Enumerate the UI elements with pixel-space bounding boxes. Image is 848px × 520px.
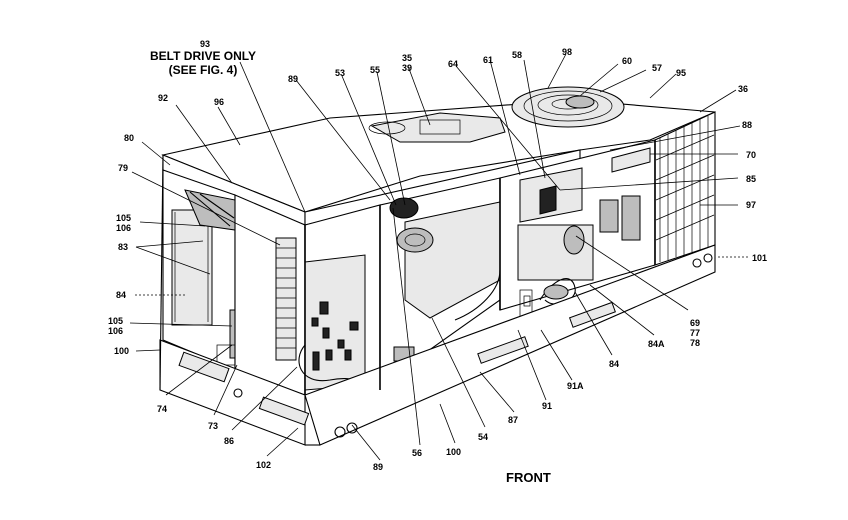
end-label-plate bbox=[611, 147, 651, 173]
callout-100-bottom: 100 bbox=[446, 447, 462, 457]
callout-57: 57 bbox=[652, 63, 663, 73]
callout-84-left: 84 bbox=[116, 290, 127, 300]
callout-35: 35 bbox=[402, 53, 413, 63]
callout-89-top: 89 bbox=[288, 74, 299, 84]
blower-wheel bbox=[396, 227, 434, 253]
callout-53: 53 bbox=[335, 68, 346, 78]
callout-55: 55 bbox=[370, 65, 381, 75]
fork-slot-front-2 bbox=[477, 336, 529, 364]
callout-100-left: 100 bbox=[114, 346, 130, 356]
callout-84-right: 84 bbox=[609, 359, 620, 369]
expansion-device bbox=[539, 185, 557, 215]
callout-58: 58 bbox=[512, 50, 523, 60]
blower-housing bbox=[404, 201, 501, 319]
access-cover bbox=[370, 112, 506, 143]
callout-87: 87 bbox=[508, 415, 519, 425]
callout-80: 80 bbox=[124, 133, 135, 143]
callout-36: 36 bbox=[738, 84, 749, 94]
condenser-fan-motor bbox=[565, 95, 595, 109]
callout-98: 98 bbox=[562, 47, 573, 57]
callout-101: 101 bbox=[752, 253, 768, 263]
callout-69: 69 bbox=[690, 318, 701, 328]
callout-86: 86 bbox=[224, 436, 235, 446]
control-grille-slats bbox=[276, 247, 296, 349]
callout-84a: 84A bbox=[648, 339, 665, 349]
callout-77: 77 bbox=[690, 328, 701, 338]
callout-74: 74 bbox=[157, 404, 168, 414]
callout-64: 64 bbox=[448, 59, 459, 69]
belt-drive-note-line2: (SEE FIG. 4) bbox=[168, 63, 238, 77]
condenser-coil-end bbox=[654, 111, 716, 266]
condenser-coil-fins bbox=[655, 116, 715, 262]
callout-79: 79 bbox=[118, 163, 129, 173]
callout-106-upper: 106 bbox=[116, 223, 132, 233]
callout-78: 78 bbox=[690, 338, 701, 348]
callout-39: 39 bbox=[402, 63, 413, 73]
control-grille bbox=[275, 237, 297, 361]
callout-61: 61 bbox=[483, 55, 494, 65]
belt-drive-note: BELT DRIVE ONLY (SEE FIG. 4) bbox=[150, 49, 256, 77]
callout-95: 95 bbox=[676, 68, 687, 78]
callout-102: 102 bbox=[256, 460, 272, 470]
condenser-fan-guard bbox=[523, 90, 613, 122]
callout-97: 97 bbox=[746, 200, 757, 210]
callout-69-77-78: 69 77 78 bbox=[690, 318, 700, 348]
callout-54: 54 bbox=[478, 432, 489, 442]
fork-slot-front-1 bbox=[258, 396, 310, 426]
callout-91a: 91A bbox=[567, 381, 584, 391]
fork-slot-left bbox=[178, 351, 230, 383]
belt-drive-note-line1: BELT DRIVE ONLY bbox=[150, 49, 257, 63]
fork-slot-front-3 bbox=[568, 301, 616, 328]
callout-73: 73 bbox=[208, 421, 219, 431]
callout-96: 96 bbox=[214, 97, 225, 107]
callout-92: 92 bbox=[158, 93, 169, 103]
callout-93: 93 bbox=[200, 39, 211, 49]
callout-105-106-lower: 105 106 bbox=[108, 316, 123, 336]
callout-88: 88 bbox=[742, 120, 753, 130]
callout-85: 85 bbox=[746, 174, 757, 184]
callout-105-lower: 105 bbox=[108, 316, 124, 326]
callout-83: 83 bbox=[118, 242, 129, 252]
front-label: FRONT bbox=[506, 470, 551, 485]
callout-91: 91 bbox=[542, 401, 553, 411]
callout-105-106-upper: 105 106 bbox=[116, 213, 131, 233]
blower-motor bbox=[389, 197, 419, 219]
callout-70: 70 bbox=[746, 150, 757, 160]
callout-35-39: 35 39 bbox=[402, 53, 412, 73]
top-panel bbox=[161, 99, 716, 213]
leader-lines bbox=[129, 53, 748, 461]
callout-56: 56 bbox=[412, 448, 423, 458]
callout-60: 60 bbox=[622, 56, 633, 66]
callout-105-upper: 105 bbox=[116, 213, 132, 223]
condenser-fan-housing bbox=[511, 86, 625, 128]
callout-89-bottom: 89 bbox=[373, 462, 384, 472]
control-relay bbox=[319, 301, 329, 315]
callout-106-lower: 106 bbox=[108, 326, 124, 336]
compressor bbox=[563, 225, 585, 255]
